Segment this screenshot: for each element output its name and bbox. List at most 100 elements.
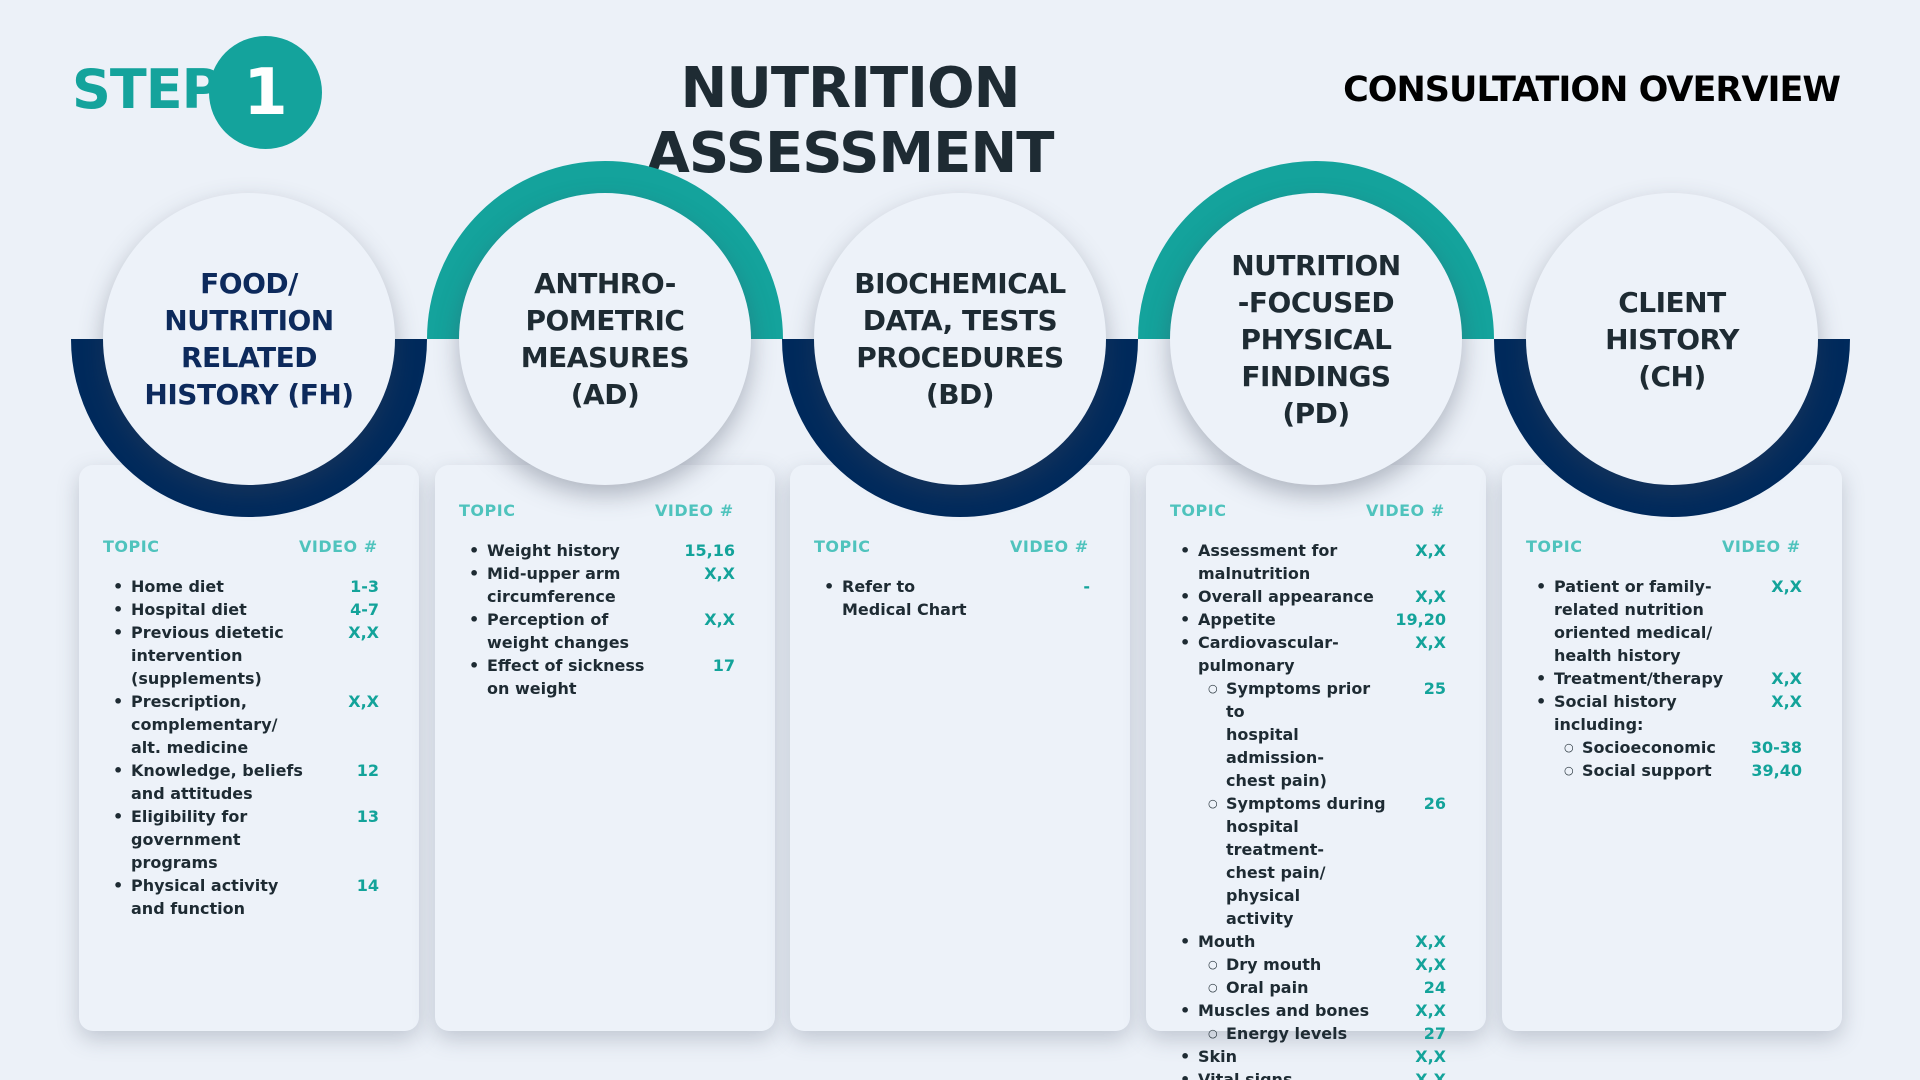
video-number: 17 [712,656,735,675]
topic-row: Symptoms during hospital treatment- ches… [1170,792,1446,930]
topic-row: Dry mouth X,X [1170,953,1446,976]
section-arc [71,338,427,517]
section-arc-stroke [427,161,783,340]
section-arc-stroke [1494,338,1850,517]
video-number: 14 [356,876,379,895]
topic-row: Assessment for malnutrition X,X [1170,539,1446,585]
topic-label: Hospital diet [103,598,247,621]
video-number: 19,20 [1395,610,1446,629]
topic-label: Social history including: [1526,690,1677,736]
video-number: X,X [348,692,379,711]
video-number: X,X [1415,633,1446,652]
topic-label: Weight history [459,539,620,562]
topic-label: Previous dietetic intervention (suppleme… [103,621,284,690]
section-title: ANTHRO- POMETRIC MEASURES (AD) [520,267,690,411]
section-disc: CLIENT HISTORY (CH) [1526,193,1818,485]
topic-column-header: TOPIC [1526,537,1583,556]
topic-label: Dry mouth [1170,953,1321,976]
topic-label: Social support [1526,759,1712,782]
section-arc-stroke [1138,161,1494,340]
section-card [790,465,1130,1031]
topic-column-header: TOPIC [814,537,871,556]
topic-label: Symptoms prior to hospital admission- ch… [1170,677,1390,792]
video-column-header: VIDEO # [1722,537,1801,556]
topic-row: Symptoms prior to hospital admission- ch… [1170,677,1446,792]
topic-label: Mid-upper arm circumference [459,562,620,608]
topic-row: Energy levels 27 [1170,1022,1446,1045]
topic-label: Prescription, complementary/ alt. medici… [103,690,277,759]
video-number: 30-38 [1750,738,1802,757]
section-disc: ANTHRO- POMETRIC MEASURES (AD) [459,193,751,485]
video-number: X,X [1415,1070,1446,1080]
topic-label: Mouth [1170,930,1255,953]
video-number: X,X [1415,1047,1446,1066]
page-title: NUTRITION ASSESSMENT [646,56,1055,186]
topic-row: Weight history 15,16 [459,539,735,562]
step-number-badge: 1 [209,36,322,149]
topic-label: Physical activity and function [103,874,278,920]
topic-row: Eligibility for government programs 13 [103,805,379,874]
video-number: 27 [1423,1024,1446,1043]
topic-row: Mouth X,X [1170,930,1446,953]
video-number: 13 [356,807,379,826]
video-number: X,X [1771,577,1802,596]
topic-label: Perception of weight changes [459,608,629,654]
video-number: X,X [1415,955,1446,974]
step-label: STEP [72,58,221,121]
topic-row: Refer to Medical Chart- [814,575,1090,621]
section-title: CLIENT HISTORY (CH) [1605,285,1739,393]
topic-row: Patient or family- related nutrition ori… [1526,575,1802,667]
video-number: X,X [704,564,735,583]
topic-row: Prescription, complementary/ alt. medici… [103,690,379,759]
page-subtitle: CONSULTATION OVERVIEW [1343,70,1841,110]
section-arc [427,161,783,340]
topic-row: Socioeconomic 30-38 [1526,736,1802,759]
video-number: 26 [1423,794,1446,813]
video-number: 25 [1423,679,1446,698]
section-title: FOOD/ NUTRITION RELATED HISTORY (FH) [144,267,354,411]
topic-row: Mid-upper arm circumference X,X [459,562,735,608]
section-arc [782,338,1138,517]
video-number: 4-7 [350,600,379,619]
section-title: BIOCHEMICAL DATA, TESTS PROCEDURES (BD) [854,267,1066,411]
topic-label: Eligibility for government programs [103,805,247,874]
topic-column-header: TOPIC [103,537,160,556]
topic-label: Assessment for malnutrition [1170,539,1337,585]
topic-label: Knowledge, beliefs and attitudes [103,759,303,805]
topic-label: Patient or family- related nutrition ori… [1526,575,1712,667]
video-number: X,X [1771,669,1802,688]
topic-row: Physical activity and function 14 [103,874,379,920]
video-number: X,X [1771,692,1802,711]
topic-row: Hospital diet 4-7 [103,598,379,621]
topic-row: Social history including: X,X [1526,690,1802,736]
section-arc-stroke [782,338,1138,517]
topic-row: Previous dietetic intervention (suppleme… [103,621,379,690]
topic-label: Overall appearance [1170,585,1374,608]
section-arc [1494,338,1850,517]
section-disc: BIOCHEMICAL DATA, TESTS PROCEDURES (BD) [814,193,1106,485]
topic-label: Vital signs [1170,1068,1292,1080]
video-number: 15,16 [684,541,735,560]
video-number: X,X [1415,541,1446,560]
video-number: X,X [1415,1001,1446,1020]
topic-label: Energy levels [1170,1022,1347,1045]
video-number: 24 [1423,978,1446,997]
video-number: - [1083,577,1090,596]
video-number: X,X [704,610,735,629]
video-column-header: VIDEO # [655,501,734,520]
video-number: X,X [1415,932,1446,951]
topic-row: Vital signs X,X [1170,1068,1446,1080]
video-column-header: VIDEO # [1366,501,1445,520]
section-title: NUTRITION -FOCUSED PHYSICAL FINDINGS (PD… [1231,248,1401,430]
topic-column-header: TOPIC [459,501,516,520]
topic-label: Socioeconomic [1526,736,1716,759]
section-arc-stroke [71,338,427,517]
section-disc: NUTRITION -FOCUSED PHYSICAL FINDINGS (PD… [1170,193,1462,485]
